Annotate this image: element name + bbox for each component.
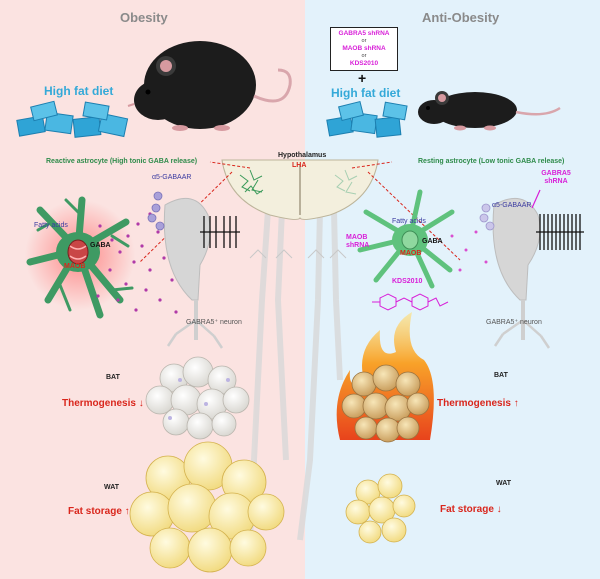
treatment-or-2: or <box>361 53 367 59</box>
diet-cubes-left <box>16 100 129 138</box>
diet-label-left: High fat diet <box>44 84 114 98</box>
neuron-label-left: GABRA5⁺ neuron <box>186 319 242 326</box>
neuron-left <box>147 191 224 349</box>
hypothalamus-section <box>221 159 379 220</box>
treatment-gabra5: GABRA5 shRNA <box>338 30 390 37</box>
firing-trace-left <box>200 216 240 248</box>
plus-sign: + <box>358 70 367 86</box>
resting-astrocyte <box>357 189 455 289</box>
reactive-astrocyte-label: Reactive astrocyte (High tonic GABA rele… <box>46 158 198 165</box>
firing-trace-right <box>536 214 584 250</box>
gaba-label-left: GABA <box>90 242 111 249</box>
resting-astrocyte-label: Resting astrocyte (Low tonic GABA releas… <box>418 158 565 165</box>
gaba-label-right: GABA <box>422 238 443 245</box>
neuron-right <box>479 189 551 349</box>
thermogenesis-right: Thermogenesis ↑ <box>437 398 519 409</box>
treatment-or-1: or <box>361 38 367 44</box>
hypothalamus-label: Hypothalamus <box>278 152 327 159</box>
wat-label-left: WAT <box>104 484 120 491</box>
wat-label-right: WAT <box>496 480 512 487</box>
gabra5-shrna-label: GABRA5 shRNA <box>541 170 571 185</box>
diet-label-right: High fat diet <box>331 86 401 100</box>
projection-lines <box>139 161 461 263</box>
receptor-label-left: α5-GABAAR <box>152 174 192 181</box>
axon-branches <box>249 249 347 259</box>
reactive-astrocyte <box>25 196 135 319</box>
treatment-box: GABRA5 shRNA or MAOB shRNA or KDS2010 <box>330 27 398 71</box>
treatment-kds: KDS2010 <box>349 60 379 67</box>
wat-cluster-right <box>345 473 416 544</box>
bat-cluster-left <box>145 356 250 440</box>
obese-mouse <box>127 41 292 131</box>
fat-storage-right: Fat storage ↓ <box>440 504 502 515</box>
maob-label-left: MAOB <box>64 263 86 270</box>
fat-storage-left: Fat storage ↑ <box>68 506 130 517</box>
slim-mouse <box>418 91 561 131</box>
fatty-acids-label-left: Fatty acids <box>34 222 68 229</box>
bat-label-left: BAT <box>106 374 120 381</box>
thermogenesis-left: Thermogenesis ↓ <box>62 398 144 409</box>
left-panel-title: Obesity <box>120 10 168 25</box>
bat-cluster-right <box>341 364 430 443</box>
diet-cubes-right <box>326 100 408 138</box>
kds2010-label: KDS2010 <box>392 278 423 285</box>
maob-shrna-label: MAOB shRNA <box>346 234 370 249</box>
right-panel-title: Anti-Obesity <box>422 10 500 25</box>
maob-label-right: MAOB <box>400 250 422 257</box>
fatty-acids-label-right: Fatty acids <box>392 218 426 225</box>
kds2010-molecule <box>372 293 449 311</box>
lha-label: LHA <box>292 162 307 169</box>
gaba-dots-right <box>450 230 488 272</box>
wat-cluster-left <box>129 441 285 573</box>
neuron-label-right: GABRA5⁺ neuron <box>486 319 542 326</box>
receptor-label-right: α5-GABAAR <box>492 202 532 209</box>
bat-label-right: BAT <box>494 372 508 379</box>
treatment-maob: MAOB shRNA <box>342 45 386 52</box>
